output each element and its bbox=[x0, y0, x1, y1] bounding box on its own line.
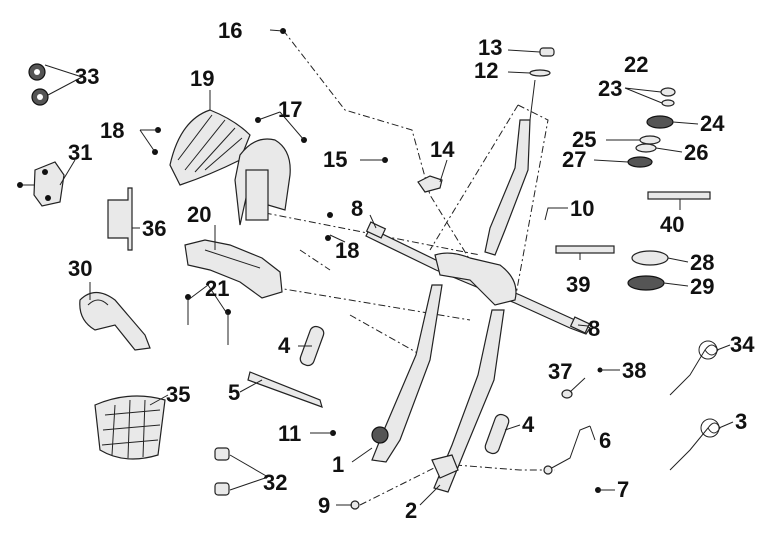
part-2-right-fork bbox=[431, 309, 505, 493]
part-28-29-rings bbox=[627, 250, 669, 291]
part-35-mesh-guard bbox=[94, 395, 166, 460]
callout-22: 22 bbox=[624, 52, 648, 77]
callout-18b: 18 bbox=[335, 238, 359, 263]
part-10-steering-stem bbox=[434, 79, 536, 306]
callout-19: 19 bbox=[190, 66, 214, 91]
callout-23: 23 bbox=[598, 76, 622, 101]
part-22-27-bearing-stack bbox=[627, 87, 676, 168]
callout-8a: 8 bbox=[351, 196, 363, 221]
callout-3: 3 bbox=[735, 409, 747, 434]
assembly-lines bbox=[249, 29, 555, 506]
callout-17: 17 bbox=[278, 97, 302, 122]
leader-lines bbox=[44, 29, 734, 506]
callout-29: 29 bbox=[690, 274, 714, 299]
callout-28: 28 bbox=[690, 250, 714, 275]
part-31-bracket bbox=[17, 161, 65, 207]
assembly-line-9 bbox=[359, 464, 441, 506]
callout-12: 12 bbox=[474, 58, 498, 83]
part-33-washers bbox=[28, 63, 49, 106]
part-17-bracket bbox=[234, 138, 291, 226]
callout-31: 31 bbox=[68, 140, 92, 165]
callout-16: 16 bbox=[218, 18, 242, 43]
assembly-line-10b bbox=[514, 104, 549, 301]
callout-27: 27 bbox=[562, 147, 586, 172]
callout-34: 34 bbox=[730, 332, 755, 357]
callout-numbers: 16 33 19 17 18 31 36 20 21 30 35 32 5 4 … bbox=[68, 18, 755, 523]
part-34-3-springs bbox=[669, 340, 721, 471]
callout-39: 39 bbox=[566, 272, 590, 297]
part-1-left-fork bbox=[371, 284, 443, 463]
part-14-15-16-small bbox=[152, 28, 443, 241]
callout-8b: 8 bbox=[588, 316, 600, 341]
assembly-line-21 bbox=[259, 284, 471, 321]
callout-13: 13 bbox=[478, 35, 502, 60]
assembly-line-7 bbox=[454, 464, 555, 471]
part-36-plate bbox=[107, 187, 133, 251]
assembly-line-10a bbox=[429, 104, 519, 251]
callout-4b: 4 bbox=[522, 412, 535, 437]
part-12-13-cap bbox=[529, 47, 555, 77]
part-30-clamp bbox=[79, 291, 151, 351]
callout-40: 40 bbox=[660, 212, 684, 237]
callout-21: 21 bbox=[205, 276, 229, 301]
callout-11: 11 bbox=[278, 421, 301, 446]
callout-33: 33 bbox=[75, 64, 99, 89]
callout-24: 24 bbox=[700, 111, 725, 136]
callout-4a: 4 bbox=[278, 333, 291, 358]
callout-38: 38 bbox=[622, 358, 646, 383]
callout-26: 26 bbox=[684, 140, 708, 165]
part-5-axle bbox=[247, 371, 323, 408]
callout-30: 30 bbox=[68, 256, 92, 281]
callout-25: 25 bbox=[572, 127, 596, 152]
part-20-handlebar-cover bbox=[184, 239, 283, 299]
callout-1: 1 bbox=[332, 452, 344, 477]
part-39-40-strips bbox=[555, 191, 711, 254]
callout-15: 15 bbox=[323, 147, 347, 172]
callout-2: 2 bbox=[405, 498, 417, 523]
callout-20: 20 bbox=[187, 202, 211, 227]
part-6-cable bbox=[543, 425, 591, 475]
part-32-nuts bbox=[214, 447, 230, 496]
part-21-bolts bbox=[185, 294, 231, 345]
callout-37: 37 bbox=[548, 359, 572, 384]
callout-14: 14 bbox=[430, 137, 455, 162]
callout-7: 7 bbox=[617, 477, 629, 502]
callout-36: 36 bbox=[142, 216, 166, 241]
callout-18a: 18 bbox=[100, 118, 124, 143]
callout-35: 35 bbox=[166, 382, 190, 407]
callout-10: 10 bbox=[570, 196, 594, 221]
callout-32: 32 bbox=[263, 470, 287, 495]
assembly-line-18 bbox=[299, 249, 331, 271]
assembly-line-16 bbox=[282, 29, 471, 261]
part-19-windshield bbox=[169, 109, 251, 186]
callout-6: 6 bbox=[599, 428, 611, 453]
callout-5: 5 bbox=[228, 380, 240, 405]
assembly-line-20 bbox=[249, 209, 481, 256]
callout-9: 9 bbox=[318, 493, 330, 518]
